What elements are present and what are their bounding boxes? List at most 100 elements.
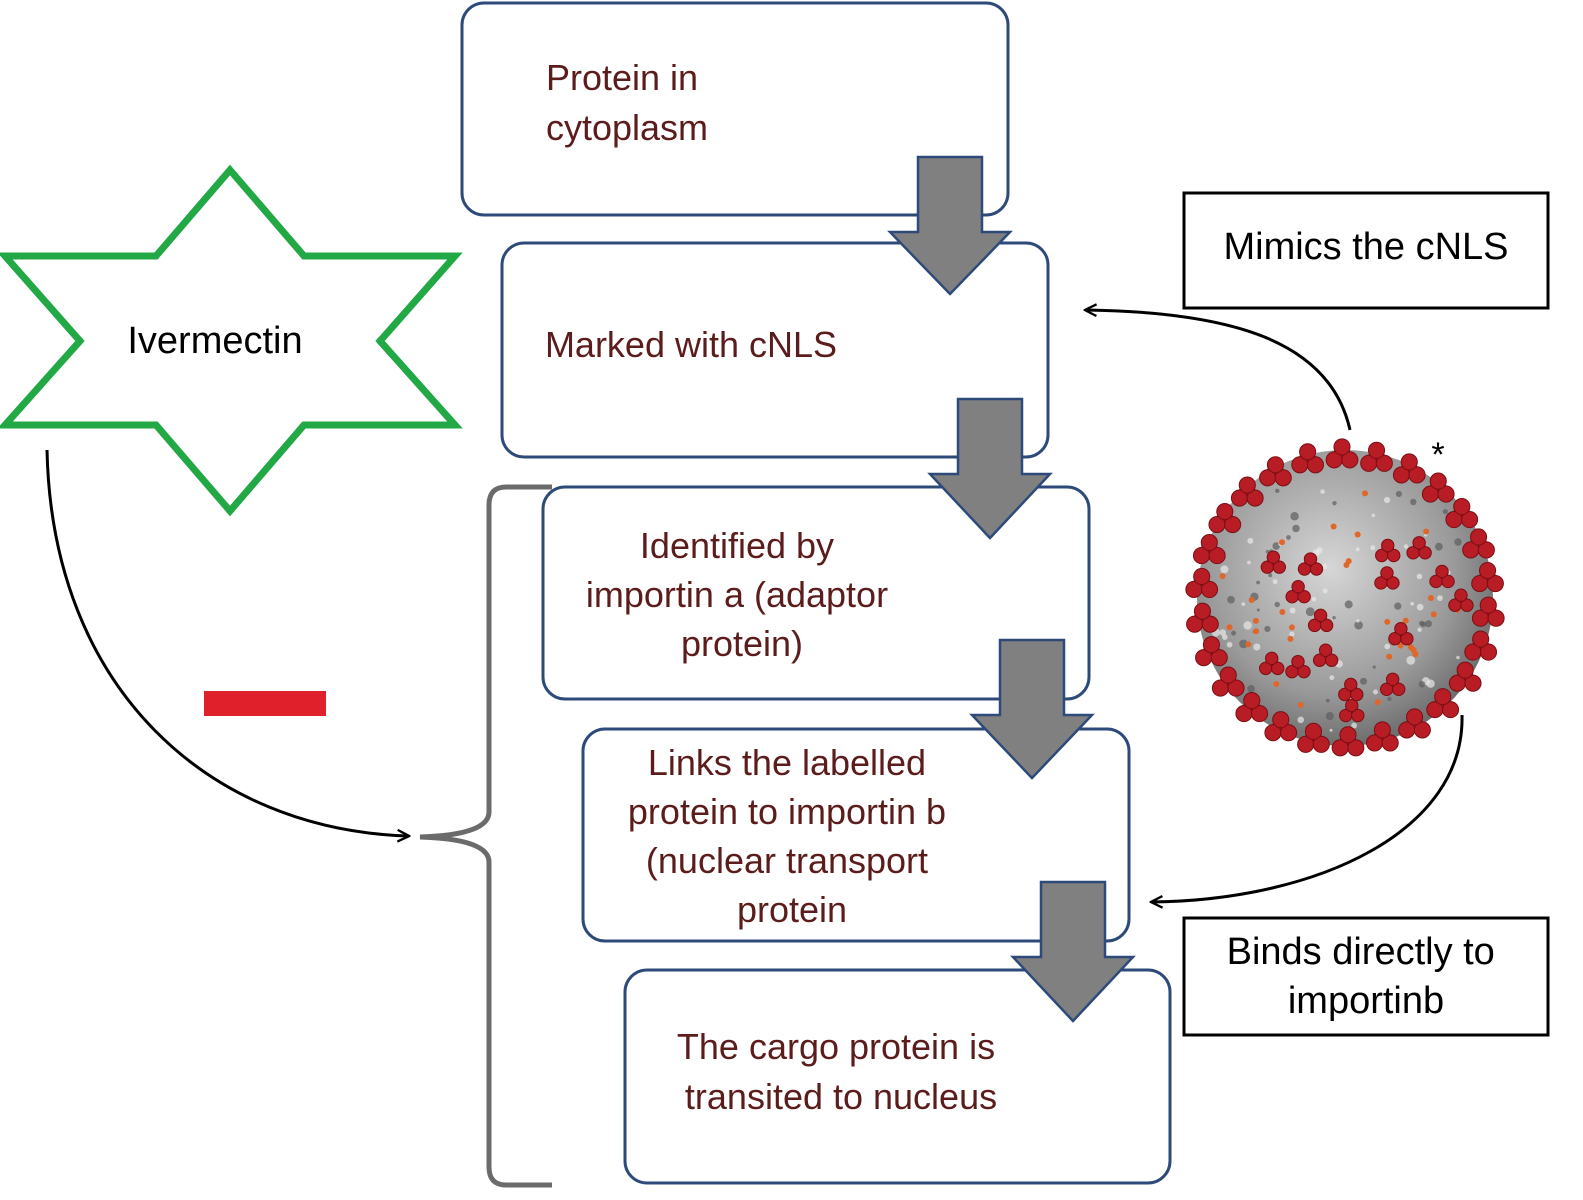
spike-lobe (1272, 560, 1287, 574)
step-line: Marked with cNLS (545, 324, 837, 365)
spike-lobe (1251, 705, 1269, 723)
virus-spike (1445, 498, 1479, 529)
spike-lobe (1435, 564, 1449, 579)
virus-speck (1292, 524, 1300, 533)
annotation-line: Binds directly to (1227, 931, 1495, 973)
virus-spike (1366, 721, 1399, 752)
flow-arrow-2 (927, 397, 1053, 540)
virus-spike (1260, 550, 1287, 574)
virus-speck (1275, 488, 1280, 493)
spike-lobe (1381, 734, 1399, 752)
virus-speck (1354, 620, 1363, 630)
virus-speck (1286, 535, 1291, 540)
spike-lobe (1385, 672, 1400, 686)
step-line: Identified by (640, 525, 834, 566)
spike-lobe (1246, 489, 1264, 507)
spike-lobe (1344, 677, 1358, 692)
step-line: (nuclear transport (646, 840, 928, 881)
virus-protein-dot (1402, 617, 1409, 624)
step-box-frame (500, 241, 1050, 459)
virus-speck (1410, 601, 1414, 606)
virus-spike (1375, 538, 1401, 563)
step-box-frame (460, 1, 1010, 217)
virus-speck (1221, 634, 1228, 640)
virus-protein-dot (1362, 490, 1369, 497)
virus-spike (1421, 472, 1455, 503)
virus-speck (1410, 498, 1417, 506)
step-line: cytoplasm (546, 107, 708, 148)
virus-speck (1272, 542, 1280, 550)
step-box-frame (581, 727, 1131, 943)
virus-speck (1394, 602, 1402, 610)
spike-lobe (1265, 651, 1279, 666)
annotation-label: Binds directly to importinb (1227, 931, 1506, 1022)
virus-speck (1220, 565, 1229, 574)
virus-speck (1305, 607, 1315, 617)
spike-lobe (1406, 708, 1424, 726)
spike-lobe (1341, 451, 1359, 469)
virus-spike (1195, 636, 1228, 667)
bracket (419, 484, 552, 1188)
spike-lobe (1477, 541, 1495, 559)
spike-lobe (1456, 661, 1474, 679)
spike-lobe (1238, 476, 1256, 494)
virus-speck (1416, 603, 1424, 611)
virus-spike (1338, 677, 1364, 702)
annotation-line: importinb (1288, 980, 1444, 1022)
virus-protein-dot (1226, 624, 1233, 631)
virus-speck (1265, 549, 1270, 554)
spike-lobe (1413, 721, 1431, 739)
virus-speck (1416, 573, 1423, 580)
spike-lobe (1333, 438, 1351, 456)
spike-lobe (1367, 441, 1386, 459)
down-arrow-icon (887, 155, 1013, 296)
spike-lobe (1487, 609, 1505, 627)
virus-protein-dot (1279, 609, 1286, 616)
flow-arrow-4 (1010, 880, 1136, 1023)
virus-speck (1325, 712, 1334, 721)
virus-speck (1418, 681, 1426, 688)
virus-speck (1442, 508, 1448, 515)
virus-protein-dot (1410, 647, 1417, 654)
spike-lobe (1201, 615, 1219, 633)
spike-lobe (1304, 722, 1323, 740)
virus-speck (1272, 578, 1278, 585)
spike-lobe (1266, 550, 1281, 564)
spike-lobe (1243, 692, 1261, 710)
virus-speck (1230, 630, 1237, 636)
virus-spike (1312, 643, 1339, 667)
step-line: transited to nucleus (685, 1076, 997, 1117)
spike-lobe (1309, 562, 1324, 576)
virus-protein-dot (1245, 641, 1252, 648)
virus-protein-dot (1252, 617, 1259, 624)
virus-speck (1384, 643, 1391, 650)
virus-protein-dot (1297, 701, 1304, 708)
virus-protein-dot (1288, 624, 1295, 631)
virus-spikes (1185, 438, 1505, 757)
spike-lobe (1375, 454, 1393, 472)
virus-spike (1471, 561, 1504, 593)
virus-speck (1371, 513, 1376, 518)
virus-protein-dot (1430, 611, 1437, 618)
virus-protein-dot (1279, 539, 1286, 546)
virus-speck (1256, 580, 1260, 585)
virus-speck (1253, 643, 1261, 651)
virus-speck (1359, 677, 1368, 685)
virus-spike (1285, 654, 1311, 679)
virus-spike (1325, 438, 1359, 469)
spike-lobe (1219, 666, 1237, 684)
virus-spike (1448, 588, 1474, 612)
spike-lobe (1347, 739, 1365, 757)
mimics-arrow (1086, 310, 1352, 431)
virus-spike (1235, 692, 1269, 723)
step-box-3: Identified by importin a (adaptor protei… (541, 485, 1091, 701)
virus-speck (1247, 560, 1251, 565)
virus-protein-dot (1345, 558, 1352, 565)
virus-speck (1268, 573, 1273, 578)
step-line: protein to importin b (628, 791, 946, 832)
spike-lobe (1274, 469, 1292, 487)
virus-spike (1291, 443, 1324, 474)
spike-lobe (1350, 687, 1364, 702)
spike-lobe (1460, 598, 1474, 612)
